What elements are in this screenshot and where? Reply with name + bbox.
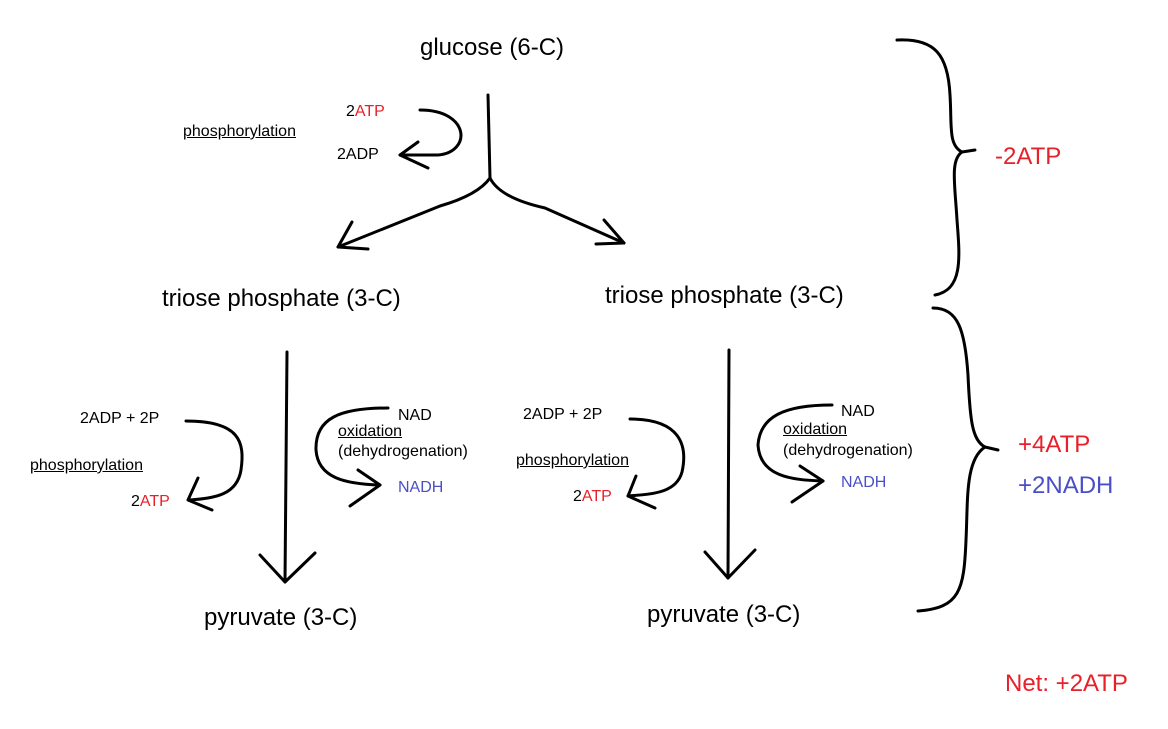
right-oxidation-curve bbox=[756, 403, 834, 483]
left-atp-number: 2 bbox=[131, 493, 140, 510]
right-pyruvate-arrowhead bbox=[703, 548, 757, 580]
left-atp-label: 2ATP bbox=[131, 494, 170, 510]
right-dehydrogenation-label: (dehydrogenation) bbox=[783, 442, 913, 459]
payoff-brace bbox=[916, 306, 1000, 613]
triose-phosphate-left: triose phosphate (3-C) bbox=[162, 285, 401, 312]
right-oxidation-arrowhead bbox=[790, 464, 825, 504]
left-pyruvate-arrow bbox=[283, 350, 289, 584]
right-oxidation-label: oxidation bbox=[783, 421, 848, 438]
right-atp-number: 2 bbox=[573, 488, 582, 505]
investment-brace bbox=[895, 38, 977, 297]
right-pyruvate-arrow bbox=[726, 348, 731, 580]
top-atp-word: ATP bbox=[354, 103, 385, 120]
pyruvate-left: pyruvate (3-C) bbox=[204, 604, 358, 631]
glucose-stem-line bbox=[486, 93, 492, 180]
top-atp-number: 2 bbox=[346, 103, 355, 120]
left-oxidation-curve bbox=[314, 406, 390, 487]
split-arrow-right bbox=[488, 176, 626, 245]
right-phosphorylation-label: phosphorylation bbox=[516, 452, 629, 469]
top-adp-label: 2ADP bbox=[337, 146, 379, 163]
left-nadh-label: NADH bbox=[398, 479, 444, 496]
right-phosphorylation-arrowhead bbox=[626, 474, 657, 510]
triose-phosphate-right: triose phosphate (3-C) bbox=[605, 282, 844, 309]
right-atp-word: ATP bbox=[581, 488, 612, 505]
left-adp-p-label: 2ADP + 2P bbox=[80, 410, 160, 427]
split-arrowhead-left bbox=[336, 220, 370, 251]
top-phosphorylation-curve bbox=[398, 108, 463, 157]
net-atp-label: Net: +2ATP bbox=[1005, 670, 1128, 697]
right-atp-label: 2ATP bbox=[573, 489, 612, 505]
left-phosphorylation-arrowhead bbox=[186, 476, 214, 512]
pyruvate-right: pyruvate (3-C) bbox=[647, 601, 801, 628]
left-atp-word: ATP bbox=[139, 493, 170, 510]
left-oxidation-arrowhead bbox=[348, 468, 382, 508]
right-nad-label: NAD bbox=[841, 403, 875, 420]
split-arrow-left bbox=[336, 176, 492, 249]
top-phosphorylation-arrowhead bbox=[398, 140, 430, 170]
payoff-atp-label: +4ATP bbox=[1018, 431, 1091, 458]
payoff-nadh-label: +2NADH bbox=[1018, 472, 1114, 499]
left-nad-label: NAD bbox=[398, 407, 432, 424]
left-phosphorylation-label: phosphorylation bbox=[30, 457, 143, 474]
left-dehydrogenation-label: (dehydrogenation) bbox=[338, 443, 468, 460]
left-phosphorylation-curve bbox=[184, 419, 244, 502]
right-adp-p-label: 2ADP + 2P bbox=[523, 406, 603, 423]
split-arrowhead-right bbox=[594, 218, 626, 246]
right-nadh-label: NADH bbox=[841, 474, 887, 491]
investment-atp-label: -2ATP bbox=[995, 143, 1062, 170]
left-oxidation-label: oxidation bbox=[338, 423, 403, 440]
glucose-label: glucose (6-C) bbox=[420, 34, 565, 61]
left-pyruvate-arrowhead bbox=[258, 551, 317, 584]
top-phosphorylation-label: phosphorylation bbox=[183, 123, 296, 140]
right-phosphorylation-curve bbox=[626, 417, 686, 498]
top-atp-label: 2ATP bbox=[346, 104, 385, 120]
